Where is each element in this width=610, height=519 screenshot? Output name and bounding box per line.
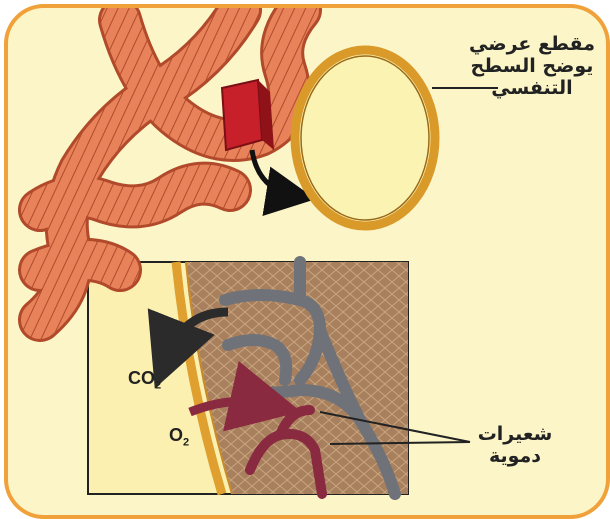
cutting-marker-icon bbox=[222, 80, 274, 150]
cross-section-ring bbox=[295, 50, 435, 226]
o2-main-text: O bbox=[169, 425, 183, 445]
co2-subscript: 2 bbox=[155, 380, 161, 392]
o2-label: O2 bbox=[169, 425, 189, 449]
co2-label: CO2 bbox=[128, 368, 161, 392]
co2-main-text: CO bbox=[128, 368, 155, 388]
capillaries-label: شعيرات دموية bbox=[460, 424, 570, 468]
cross-section-label: مقطع عرضي يوضح السطح التنفسي bbox=[462, 34, 602, 100]
o2-subscript: 2 bbox=[183, 437, 189, 449]
